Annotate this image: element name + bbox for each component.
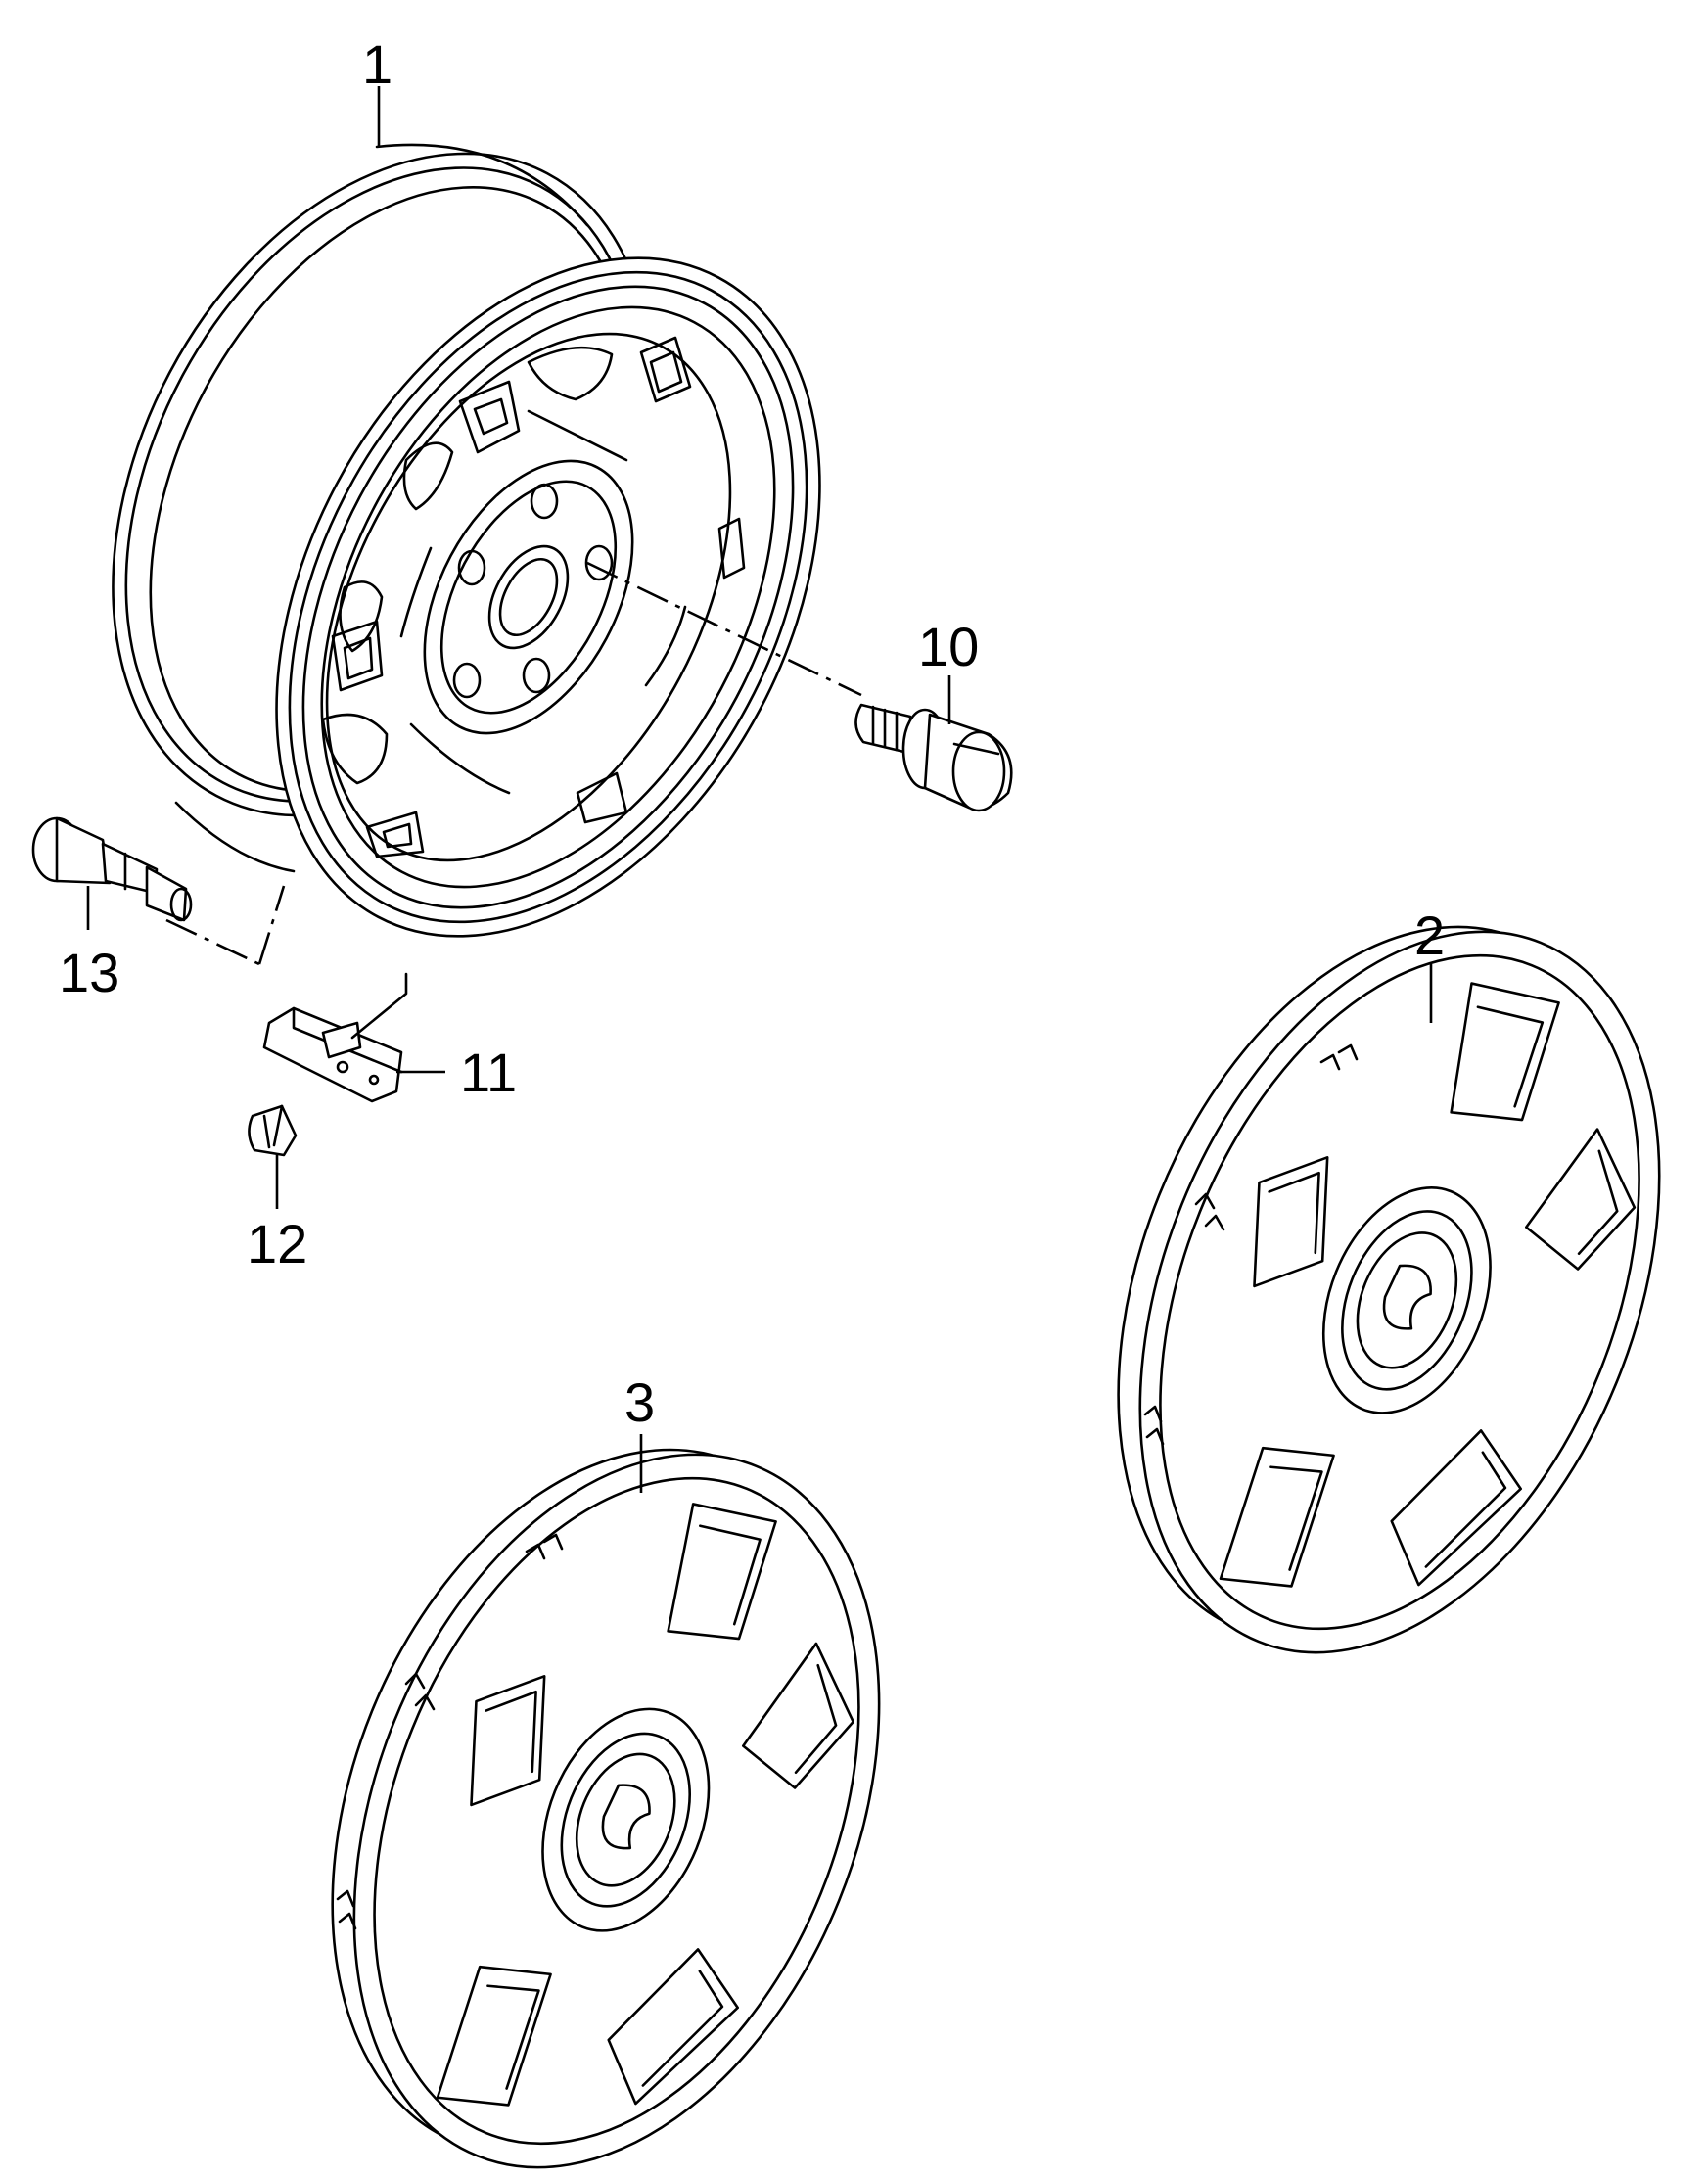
- bolt-axis-line: [586, 561, 862, 697]
- tyre-valve: [31, 816, 193, 922]
- trim-clips-2: [1143, 1043, 1359, 1446]
- valve-axis-line: [165, 918, 260, 966]
- steel-wheel-rim: [112, 143, 821, 938]
- callout-3: 3: [624, 1371, 655, 1433]
- callout-10: 10: [918, 616, 979, 677]
- callout-1: 1: [362, 33, 392, 95]
- wheel-bolt: [854, 703, 1013, 812]
- trim-clips-3: [336, 1533, 564, 1930]
- callout-11: 11: [460, 1042, 517, 1103]
- wheel-trim-cover-2: [1117, 925, 1661, 1654]
- callout-2: 2: [1414, 904, 1445, 966]
- callout-13: 13: [59, 942, 119, 1003]
- tyre-pressure-sensor: [262, 972, 408, 1103]
- callout-12: 12: [247, 1213, 307, 1275]
- sensor-nut: [248, 1104, 298, 1157]
- valve-axis-line-2: [257, 885, 286, 965]
- wheel-trim-cover-3: [331, 1448, 881, 2169]
